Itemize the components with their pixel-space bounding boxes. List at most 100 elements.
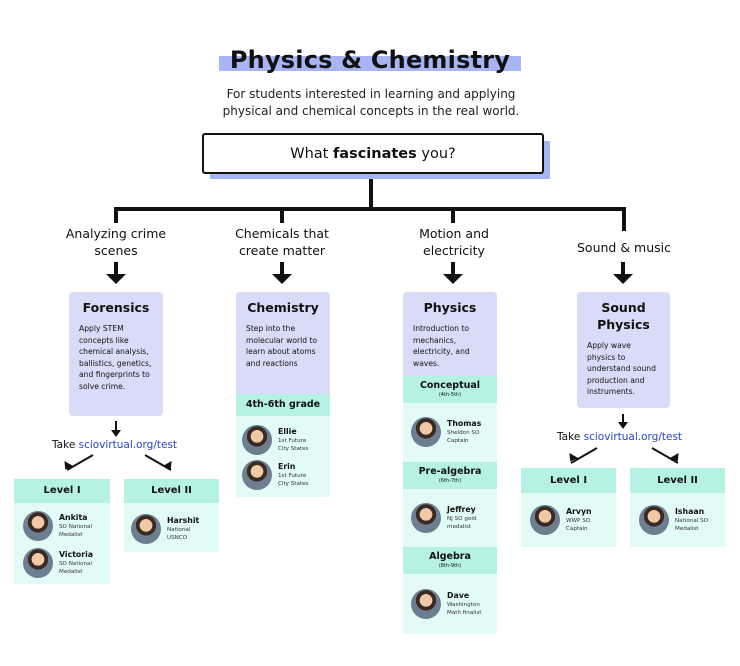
diag-arrow-left-head-icon bbox=[60, 460, 74, 473]
take-prefix: Take bbox=[557, 431, 584, 443]
branch-label-chemistry: Chemicals that create matter bbox=[212, 225, 352, 259]
person-info: National SO bbox=[675, 518, 709, 524]
branch-label-sound: Sound & music bbox=[554, 239, 694, 256]
small-arrow-shaft bbox=[622, 414, 624, 423]
person-name: Jeffrey bbox=[447, 505, 476, 514]
person-info: Sheldon SO bbox=[447, 430, 480, 436]
question-emphasis: fascinates bbox=[332, 145, 417, 162]
connector-stem bbox=[369, 179, 373, 209]
small-arrow-head-icon bbox=[618, 422, 628, 429]
person-harshit: Harshit National USNCO bbox=[131, 514, 199, 544]
person-info: Medalist bbox=[59, 569, 83, 575]
diag-arrow-left-head-icon bbox=[565, 452, 579, 465]
person-erin: Erin 1st Future City States bbox=[242, 460, 308, 490]
person-info: SO National bbox=[59, 524, 93, 530]
page-title: Physics & Chemistry bbox=[229, 46, 511, 74]
physics-card: Physics Introduction to mechanics, elect… bbox=[403, 292, 497, 376]
diag-arrow-right-head-icon bbox=[669, 452, 683, 465]
branch-label-line: Chemicals that bbox=[235, 226, 329, 241]
sound-physics-title: Sound Physics bbox=[577, 299, 670, 333]
connector-drop-3 bbox=[451, 207, 455, 223]
person-info: 1st Future bbox=[278, 473, 307, 479]
person-ellie: Ellie 1st Future City States bbox=[242, 425, 308, 455]
avatar bbox=[639, 505, 669, 535]
chemistry-desc: Step into the molecular world to learn a… bbox=[246, 324, 318, 368]
avatar bbox=[23, 511, 53, 541]
sound-level-1-header: Level I bbox=[521, 468, 616, 493]
person-info: Captain bbox=[566, 526, 588, 532]
person-name: Ellie bbox=[278, 427, 297, 436]
person-ishaan: Ishaan National SO Medalist bbox=[639, 505, 708, 535]
physics-title: Physics bbox=[423, 300, 477, 315]
person-name: Dave bbox=[447, 591, 470, 600]
branch-label-forensics: Analyzing crime scenes bbox=[46, 225, 186, 259]
branch-label-line: Sound & music bbox=[576, 240, 671, 255]
avatar bbox=[242, 460, 272, 490]
person-name: Victoria bbox=[59, 550, 94, 559]
avatar bbox=[242, 425, 272, 455]
small-arrow-shaft bbox=[115, 421, 117, 431]
avatar bbox=[131, 514, 161, 544]
forensics-level-1-header: Level I bbox=[14, 479, 110, 503]
branch-label-line: scenes bbox=[94, 243, 138, 258]
track-pre-algebra-header: Pre-algebra (6th-7th) bbox=[403, 462, 497, 489]
person-info: City States bbox=[278, 446, 309, 452]
question-prefix: What bbox=[290, 145, 333, 162]
person-dave: Dave Washington Math finalist bbox=[411, 589, 481, 619]
avatar bbox=[411, 589, 441, 619]
track-range: (8th-9th) bbox=[438, 563, 462, 569]
branch-label-physics: Motion and electricity bbox=[384, 225, 524, 259]
sound-take-test: Take sciovirtual.org/test bbox=[557, 431, 682, 443]
subtitle-line-1: For students interested in learning and … bbox=[226, 87, 516, 101]
test-link[interactable]: sciovirtual.org/test bbox=[583, 431, 683, 443]
track-algebra-header: Algebra (8th-9th) bbox=[403, 547, 497, 574]
chemistry-title: Chemistry bbox=[247, 300, 319, 315]
card-title-line: Sound bbox=[601, 300, 646, 315]
person-info: SO National bbox=[59, 561, 93, 567]
track-range: (6th-7th) bbox=[438, 478, 462, 484]
person-info: Medalist bbox=[59, 532, 83, 538]
track-range: (4th-5th) bbox=[438, 392, 462, 398]
connector-drop-4 bbox=[622, 207, 626, 231]
avatar bbox=[530, 505, 560, 535]
person-info: Captain bbox=[447, 438, 469, 444]
person-arvyn: Arvyn WWP SO Captain bbox=[530, 505, 592, 535]
track-title: Pre-algebra bbox=[418, 466, 482, 477]
page-subtitle: For students interested in learning and … bbox=[190, 86, 552, 120]
person-info: National bbox=[167, 527, 191, 533]
track-title: Conceptual bbox=[419, 380, 481, 391]
forensics-level-2-header: Level II bbox=[124, 479, 219, 503]
sound-physics-desc: Apply wave physics to understand sound p… bbox=[587, 341, 656, 397]
forensics-desc: Apply STEM concepts like chemical analys… bbox=[79, 324, 152, 391]
avatar bbox=[23, 548, 53, 578]
card-title-line: Physics bbox=[597, 317, 650, 332]
person-info: Math finalist bbox=[447, 610, 482, 616]
sound-physics-card: Sound Physics Apply wave physics to unde… bbox=[577, 292, 670, 408]
title-highlight bbox=[219, 56, 521, 71]
test-link[interactable]: sciovirtual.org/test bbox=[78, 439, 178, 451]
avatar bbox=[411, 417, 441, 447]
forensics-title: Forensics bbox=[82, 300, 150, 315]
physics-desc: Introduction to mechanics, electricity, … bbox=[413, 324, 470, 368]
person-name: Arvyn bbox=[566, 507, 592, 516]
person-info: 1st Future bbox=[278, 438, 307, 444]
person-thomas: Thomas Sheldon SO Captain bbox=[411, 417, 481, 447]
branch-label-line: create matter bbox=[238, 243, 326, 258]
question-box: What fascinates you? bbox=[202, 133, 544, 174]
person-name: Ankita bbox=[59, 513, 88, 522]
chemistry-card: Chemistry Step into the molecular world … bbox=[236, 292, 330, 396]
person-info: medalist bbox=[447, 524, 472, 530]
person-jeffrey: Jeffrey NJ SO gold medalist bbox=[411, 503, 476, 533]
person-info: City States bbox=[278, 481, 309, 487]
question-suffix: you? bbox=[416, 145, 456, 162]
chemistry-grade-label: 4th-6th grade bbox=[236, 394, 330, 416]
avatar bbox=[411, 503, 441, 533]
person-ankita: Ankita SO National Medalist bbox=[23, 511, 92, 541]
person-info: USNCO bbox=[167, 535, 188, 541]
connector-drop-1 bbox=[114, 207, 118, 223]
person-victoria: Victoria SO National Medalist bbox=[23, 548, 93, 578]
connector-horizontal bbox=[114, 207, 626, 211]
sound-level-2-header: Level II bbox=[630, 468, 725, 493]
person-name: Thomas bbox=[447, 419, 482, 428]
forensics-card: Forensics Apply STEM concepts like chemi… bbox=[69, 292, 163, 416]
